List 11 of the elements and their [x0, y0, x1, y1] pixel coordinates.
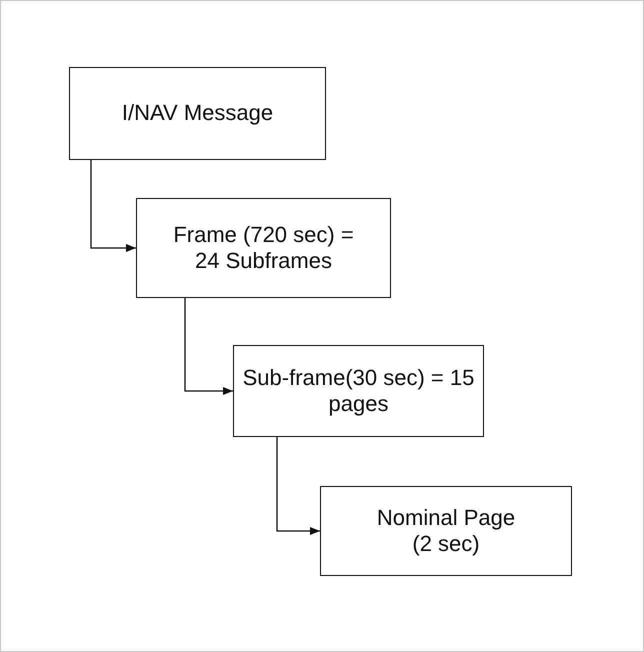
box-label: Frame (720 sec) = 24 Subframes	[172, 222, 355, 274]
process-box	[69, 67, 326, 160]
process-box	[320, 486, 572, 576]
arrow	[276, 437, 320, 535]
arrow	[90, 160, 136, 252]
box-label: Nominal Page (2 sec)	[376, 504, 516, 558]
process-box	[136, 198, 391, 298]
arrow	[184, 298, 233, 395]
box-label: I/NAV Message	[122, 100, 274, 127]
box-label: Sub-frame(30 sec) = 15 pages	[242, 364, 476, 418]
process-box	[233, 345, 484, 437]
